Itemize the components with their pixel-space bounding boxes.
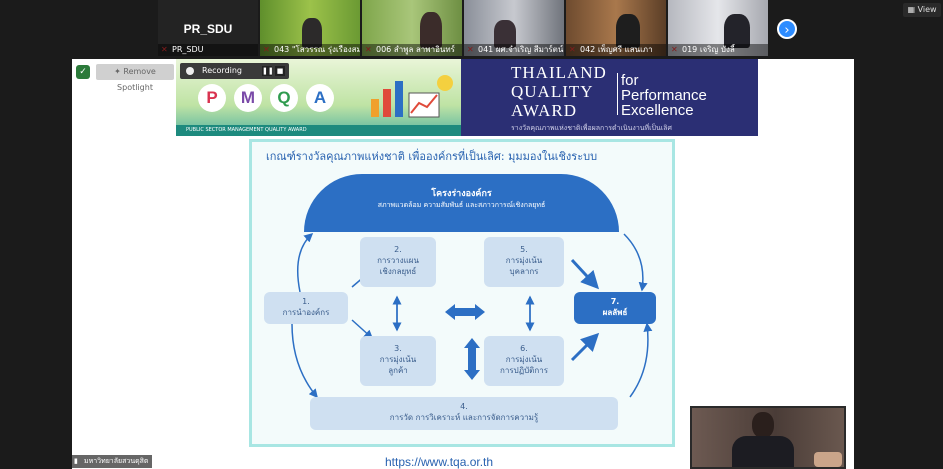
- participant-tile-2[interactable]: ✕ 006 สำพูล ลาพาอินทร์: [362, 0, 462, 56]
- recording-icon: [186, 67, 194, 75]
- tqa-subtitle: for Performance Excellence: [621, 73, 707, 118]
- box-label: การมุ่งเน้น: [505, 355, 543, 364]
- recording-indicator: Recording ❚❚ ■: [180, 63, 289, 79]
- pmqa-letter: P: [198, 84, 226, 112]
- tqa-excellence: Excellence: [621, 102, 694, 119]
- grid-icon: ▦: [907, 5, 918, 14]
- recording-label: Recording: [202, 66, 243, 75]
- participant-tile-4[interactable]: ✕ 042 เพ็ญศรี แสนเภา: [566, 0, 666, 56]
- mic-muted-icon: ✕: [671, 45, 678, 54]
- participant-name-label: 006 สำพูล ลาพาอินทร์: [362, 44, 462, 56]
- box-number: 2.: [394, 245, 402, 254]
- tqa-divider: [617, 73, 618, 115]
- remove-spotlight-button[interactable]: ✦ Remove Spotlight: [96, 64, 174, 92]
- bar-chart-illustration-icon: [371, 75, 453, 118]
- box-label: บุคลากร: [509, 267, 539, 276]
- mic-muted-icon: ✕: [365, 45, 372, 54]
- pmqa-letter: M: [234, 84, 262, 112]
- view-label: View: [917, 5, 937, 14]
- category-7-results: 7. ผลลัพธ์: [574, 292, 656, 324]
- speaker-head: [752, 412, 774, 438]
- box-label: การวางแผน: [377, 256, 419, 265]
- view-button[interactable]: ▦ View: [903, 3, 941, 17]
- participant-tile-1[interactable]: ✕ 043 "โสวรรณ รุ่งเรืองสม...: [260, 0, 360, 56]
- shared-screen: P M Q A PUBLIC SECTOR MANAGEMENT QUALITY…: [72, 59, 854, 469]
- box-label: การมุ่งเน้น: [379, 355, 417, 364]
- participant-video: [494, 20, 516, 48]
- participant-video: [616, 14, 640, 48]
- box-label: เชิงกลยุทธ์: [379, 267, 417, 276]
- box-number: 4.: [460, 402, 468, 411]
- next-page-button[interactable]: ›: [777, 19, 797, 39]
- box-label: การวัด การวิเคราะห์ และการจัดการความรู้: [389, 413, 539, 422]
- box-number: 1.: [302, 297, 310, 306]
- box-number: 3.: [394, 344, 402, 353]
- participant-name-label: 042 เพ็ญศรี แสนเภา: [566, 44, 666, 56]
- flower-decoration: [814, 452, 842, 467]
- active-speaker-video[interactable]: [690, 406, 846, 469]
- slide-heading: เกณฑ์รางวัลคุณภาพแห่งชาติ เพื่อองค์กรที่…: [266, 150, 598, 163]
- participant-name-label: 043 "โสวรรณ รุ่งเรืองสม...: [260, 44, 360, 56]
- stop-recording-button[interactable]: ■: [275, 66, 285, 76]
- slide-url-link[interactable]: https://www.tqa.or.th: [385, 455, 494, 469]
- box-label: การมุ่งเน้น: [505, 256, 543, 265]
- profile-subtitle: สภาพแวดล้อม ความสัมพันธ์ และสภาวการณ์เชิ…: [377, 201, 546, 209]
- box-number: 7.: [610, 297, 620, 306]
- category-1-leadership: 1. การนำองค์กร: [264, 292, 348, 324]
- participant-tile-5[interactable]: ✕ 019 เจริญ บังลี้: [668, 0, 768, 56]
- shared-screen-owner-label: ▮ มหาวิทยาลัยสวนดุสิต: [72, 455, 152, 468]
- tqa-logo-text: THAILAND QUALITY AWARD: [511, 63, 607, 120]
- participant-gallery: PR_SDU ✕ PR_SDU ✕ 043 "โสวรรณ รุ่งเรืองส…: [0, 0, 943, 58]
- box-number: 5.: [520, 245, 528, 254]
- participant-display-name: PR_SDU: [183, 22, 233, 36]
- signal-strength-icon: ▮: [74, 457, 78, 465]
- tqa-line3: AWARD: [511, 101, 577, 120]
- pmqa-caption: PUBLIC SECTOR MANAGEMENT QUALITY AWARD: [176, 125, 461, 136]
- mic-muted-icon: ✕: [467, 45, 474, 54]
- participant-video: [420, 12, 442, 48]
- tqa-banner: THAILAND QUALITY AWARD for Performance E…: [461, 59, 758, 136]
- category-4-measurement: 4. การวัด การวิเคราะห์ และการจัดการความร…: [310, 397, 618, 430]
- participant-name-label: 019 เจริญ บังลี้: [668, 44, 768, 56]
- diagram-arrows: [291, 232, 653, 399]
- box-label: ลูกค้า: [388, 366, 408, 375]
- tqa-for: for: [621, 72, 639, 89]
- tqa-thai-caption: รางวัลคุณภาพแห่งชาติเพื่อผลการดำเนินงานท…: [511, 124, 672, 132]
- box-label: การนำองค์กร: [282, 308, 330, 317]
- mic-muted-icon: ✕: [161, 45, 168, 54]
- mic-muted-icon: ✕: [569, 45, 576, 54]
- box-label: ผลลัพธ์: [602, 308, 628, 317]
- mic-muted-icon: ✕: [263, 45, 270, 54]
- tqa-line2: QUALITY: [511, 82, 594, 101]
- category-3-customers: 3. การมุ่งเน้น ลูกค้า: [360, 336, 436, 386]
- participant-name-label: 041 ผศ.จำเริญ สีมาร์ตน์: [464, 44, 564, 56]
- owner-name: มหาวิทยาลัยสวนดุสิต: [84, 457, 149, 465]
- participant-tile-pr-sdu[interactable]: PR_SDU ✕ PR_SDU: [158, 0, 258, 56]
- organizational-profile-dome: โครงร่างองค์กร สภาพแวดล้อม ความสัมพันธ์ …: [304, 174, 619, 232]
- category-6-operations: 6. การมุ่งเน้น การปฏิบัติการ: [484, 336, 564, 386]
- shield-icon[interactable]: ✓: [76, 65, 90, 79]
- profile-title: โครงร่างองค์กร: [431, 189, 492, 199]
- pin-icon: ✦: [114, 67, 124, 76]
- tqa-framework-diagram: เกณฑ์รางวัลคุณภาพแห่งชาติ เพื่อองค์กรที่…: [249, 139, 675, 447]
- category-5-workforce: 5. การมุ่งเน้น บุคลากร: [484, 237, 564, 287]
- box-label: การปฏิบัติการ: [500, 366, 548, 375]
- participant-video: [302, 18, 322, 48]
- participant-name-label: PR_SDU: [158, 44, 258, 56]
- speaker-body: [732, 436, 794, 467]
- tqa-performance: Performance: [621, 87, 707, 104]
- chevron-right-icon: ›: [784, 23, 790, 38]
- pmqa-letter: A: [306, 84, 334, 112]
- box-number: 6.: [520, 344, 528, 353]
- participant-video: [724, 14, 750, 48]
- pmqa-letter: Q: [270, 84, 298, 112]
- participant-tile-3[interactable]: ✕ 041 ผศ.จำเริญ สีมาร์ตน์: [464, 0, 564, 56]
- category-2-strategy: 2. การวางแผน เชิงกลยุทธ์: [360, 237, 436, 287]
- pause-recording-button[interactable]: ❚❚: [262, 66, 274, 76]
- tqa-line1: THAILAND: [511, 63, 607, 82]
- remove-spotlight-label: Remove Spotlight: [117, 67, 156, 92]
